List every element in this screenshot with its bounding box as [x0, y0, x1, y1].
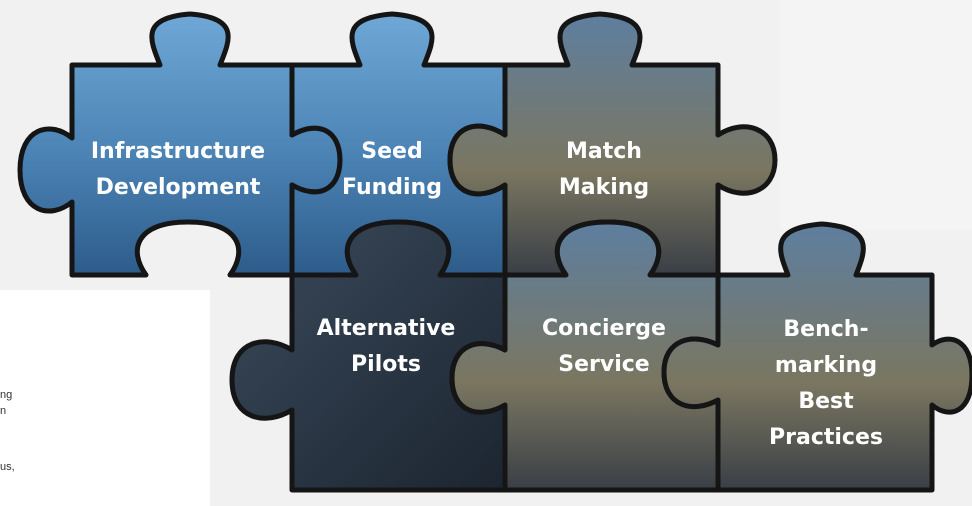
svg-text:Best: Best [798, 389, 854, 414]
text-fragment: us, [0, 461, 15, 473]
svg-text:Funding: Funding [342, 175, 442, 200]
svg-text:Infrastructure: Infrastructure [91, 139, 265, 164]
label-infrastructure: Infrastructure Development [91, 139, 265, 200]
label-match: Match Making [559, 139, 649, 200]
svg-text:Concierge: Concierge [542, 316, 666, 341]
puzzle-piece-benchmarking [661, 221, 972, 493]
scan-margin-left [0, 290, 210, 506]
text-fragment: ng [0, 389, 13, 401]
svg-text:Alternative: Alternative [317, 316, 456, 341]
label-concierge: Concierge Service [542, 316, 666, 377]
label-alternative: Alternative Pilots [317, 316, 456, 377]
svg-text:Development: Development [96, 175, 261, 200]
svg-text:Pilots: Pilots [351, 352, 421, 377]
text-fragment: n [0, 405, 7, 417]
svg-text:Seed: Seed [361, 139, 422, 164]
puzzle-piece-infrastructure [17, 11, 343, 278]
svg-text:marking: marking [775, 353, 877, 378]
svg-text:Practices: Practices [769, 425, 883, 450]
svg-text:Making: Making [559, 175, 649, 200]
label-seed: Seed Funding [342, 139, 442, 200]
label-benchmarking: Bench- marking Best Practices [769, 317, 883, 450]
svg-text:Match: Match [566, 139, 642, 164]
scan-margin-right [780, 0, 972, 230]
svg-text:Service: Service [558, 352, 649, 377]
svg-text:Bench-: Bench- [783, 317, 868, 342]
